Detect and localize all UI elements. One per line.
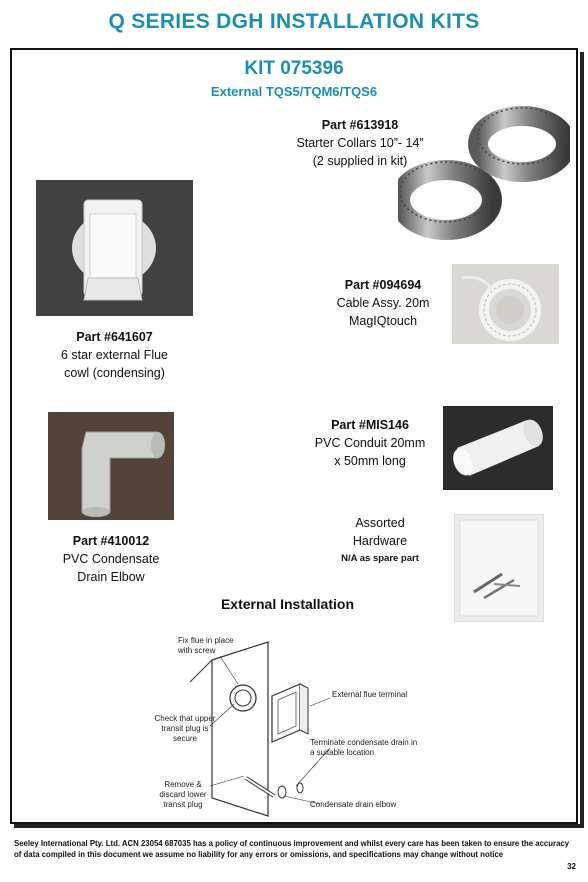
hardware-note: N/A as spare part — [341, 553, 419, 564]
part-flue-cowl: Part #641607 6 star external Flue cowl (… — [36, 328, 193, 382]
part-cable-assy: Part #094694 Cable Assy. 20m MagIQtouch — [318, 276, 448, 330]
page-title: Q SERIES DGH INSTALLATION KITS — [108, 10, 480, 33]
label-fix-flue: Fix flue in place with screw — [178, 636, 234, 655]
label-terminate-drain: Terminate condensate drain in a suitable… — [310, 738, 418, 757]
part-desc-2: x 50mm long — [334, 454, 406, 468]
flue-cowl-image — [36, 180, 193, 316]
hardware-line-1: Assorted — [355, 516, 405, 530]
part-starter-collars: Part #613918 Starter Collars 10”- 14” (2… — [280, 116, 440, 170]
hardware-bag-image — [454, 514, 544, 622]
part-desc-2: cowl (condensing) — [64, 366, 165, 380]
part-number: Part #MIS146 — [331, 418, 409, 432]
starter-collars-image — [398, 106, 570, 240]
part-desc-1: Cable Assy. 20m — [336, 296, 430, 310]
external-installation-heading: External Installation — [220, 596, 355, 612]
page-number: 32 — [567, 862, 576, 871]
kit-frame — [10, 48, 578, 824]
part-desc-1: PVC Condensate — [62, 552, 160, 566]
drain-elbow-image — [48, 412, 174, 520]
part-number: Part #410012 — [72, 534, 150, 548]
part-desc-2: (2 supplied in kit) — [312, 154, 408, 168]
part-desc-2: MagIQtouch — [348, 314, 418, 328]
part-hardware: Assorted Hardware N/A as spare part — [330, 514, 430, 568]
part-desc-1: Starter Collars 10”- 14” — [296, 136, 424, 150]
part-number: Part #613918 — [321, 118, 399, 132]
label-check-plug: Check that upper transit plug is secure — [154, 714, 216, 743]
part-desc-2: Drain Elbow — [77, 570, 145, 584]
part-drain-elbow: Part #410012 PVC Condensate Drain Elbow — [36, 532, 186, 586]
kit-subtitle: External TQS5/TQM6/TQS6 — [210, 84, 378, 99]
label-remove-plug: Remove & discard lower transit plug — [159, 780, 207, 809]
footer-disclaimer: Seeley International Pty. Ltd. ACN 23054… — [14, 839, 570, 859]
hardware-line-2: Hardware — [352, 534, 408, 548]
part-desc-1: 6 star external Flue — [61, 348, 168, 362]
part-number: Part #094694 — [344, 278, 422, 292]
cable-coil-image — [452, 264, 559, 344]
frame-shadow-right — [580, 52, 584, 828]
frame-shadow-bottom — [14, 824, 584, 828]
kit-number: KIT 075396 — [244, 58, 344, 79]
label-flue-terminal: External flue terminal — [332, 690, 408, 699]
label-drain-elbow: Condensate drain elbow — [310, 800, 397, 809]
part-pvc-conduit: Part #MIS146 PVC Conduit 20mm x 50mm lon… — [300, 416, 440, 470]
pvc-conduit-image — [443, 406, 553, 490]
external-installation-diagram — [189, 641, 331, 817]
part-number: Part #641607 — [76, 330, 153, 344]
part-desc-1: PVC Conduit 20mm — [314, 436, 426, 450]
